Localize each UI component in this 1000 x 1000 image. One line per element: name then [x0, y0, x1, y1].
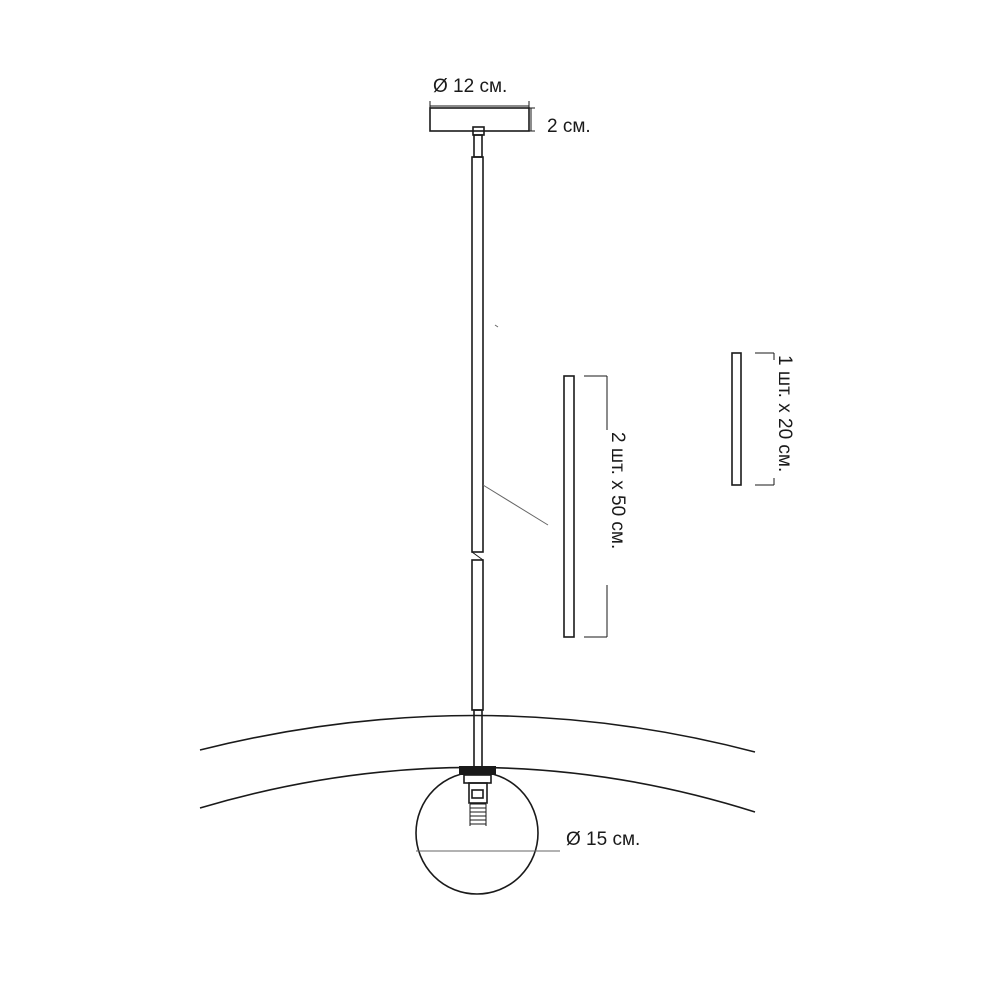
- suspension-rod: [471, 134, 549, 769]
- canopy: [429, 101, 535, 136]
- short-rod-label: 1 шт. х 20 см.: [774, 355, 795, 472]
- long-rods-label: 2 шт. х 50 см.: [607, 432, 628, 549]
- long-rod-part: [563, 375, 608, 638]
- lamp-socket: [459, 766, 496, 826]
- canopy-diameter-label: Ø 12 см.: [433, 76, 507, 97]
- bulb-thread: [469, 803, 487, 826]
- globe-diameter-label: Ø 15 см.: [566, 829, 640, 850]
- canopy-height-label: 2 см.: [547, 116, 591, 137]
- short-rod-part: [731, 352, 775, 486]
- glass-globe: [415, 771, 560, 895]
